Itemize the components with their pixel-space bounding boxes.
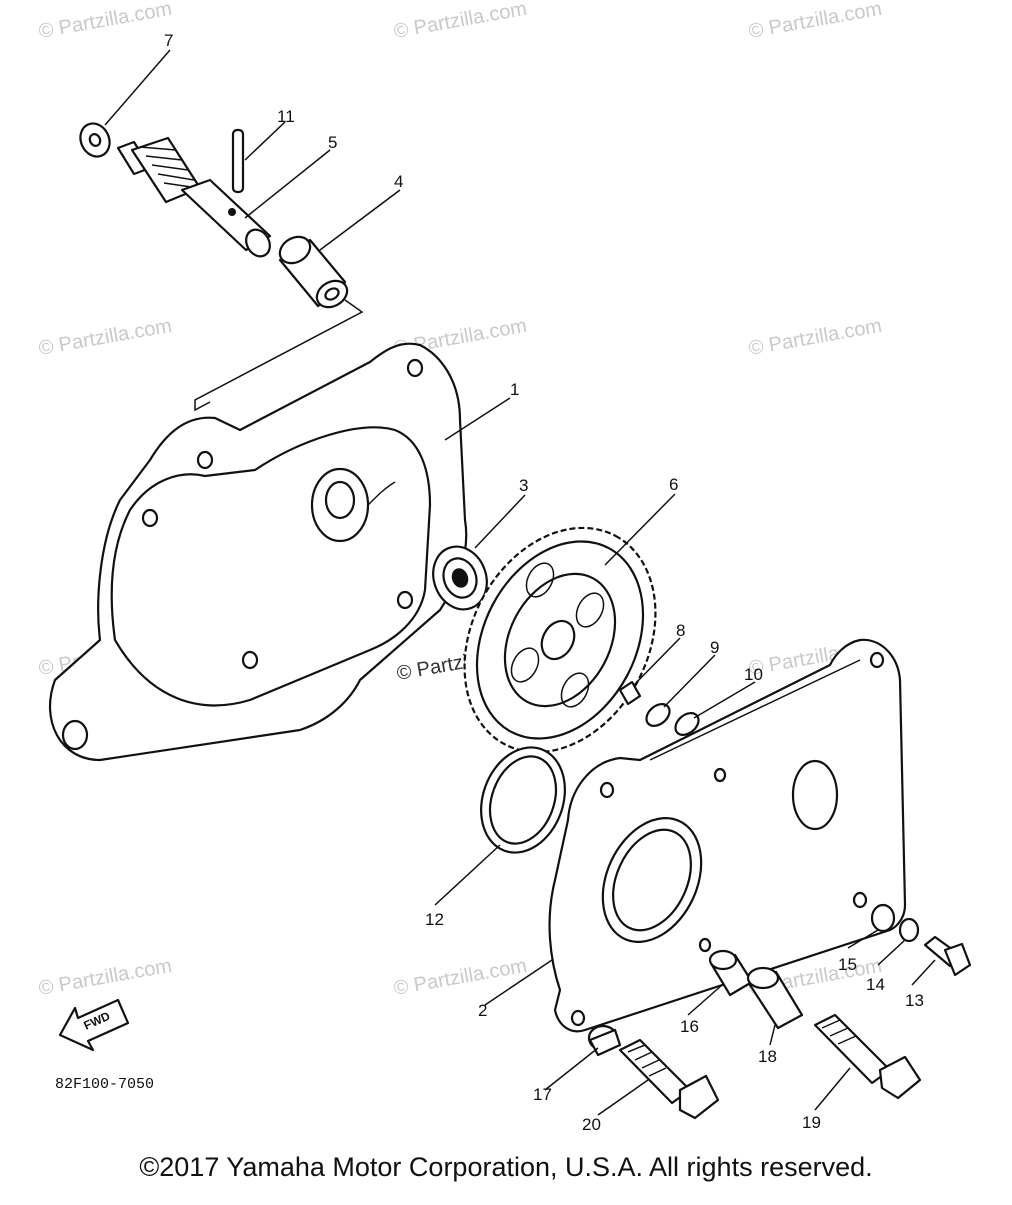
part-3-bearing bbox=[432, 545, 488, 611]
part-15-washer bbox=[870, 903, 896, 933]
part-17-collar bbox=[587, 1024, 622, 1057]
part-1-housing-gasket bbox=[48, 342, 468, 762]
part-5-worm-shaft bbox=[116, 136, 272, 258]
copyright-notice: ©2017 Yamaha Motor Corporation, U.S.A. A… bbox=[139, 1152, 873, 1182]
callout-16: 16 bbox=[680, 1017, 699, 1036]
callout-7: 7 bbox=[164, 31, 173, 50]
callout-14: 14 bbox=[866, 975, 885, 994]
assembly-bracket bbox=[194, 299, 364, 412]
part-8-key bbox=[618, 680, 642, 706]
fwd-arrow-icon: FWD bbox=[58, 998, 130, 1052]
part-18-collar bbox=[746, 966, 804, 1030]
callout-9: 9 bbox=[710, 638, 719, 657]
part-11-pin bbox=[231, 128, 245, 194]
callout-2: 2 bbox=[478, 1001, 487, 1020]
callout-4: 4 bbox=[394, 172, 403, 191]
part-6-gear bbox=[463, 526, 657, 754]
callout-6: 6 bbox=[669, 475, 678, 494]
watermark: © Partzilla.com bbox=[37, 955, 174, 1000]
callout-15: 15 bbox=[838, 955, 857, 974]
watermark: © Partzilla.com bbox=[392, 0, 529, 43]
diagram-code: 82F100-7050 bbox=[55, 1076, 154, 1093]
part-12-oring bbox=[480, 746, 566, 854]
part-14-washer bbox=[898, 917, 920, 943]
callout-11: 11 bbox=[277, 107, 295, 126]
watermark: © Partzilla.com bbox=[747, 315, 884, 360]
callout-1: 1 bbox=[510, 380, 519, 399]
part-19-bolt bbox=[813, 1013, 922, 1100]
callout-17: 17 bbox=[533, 1085, 552, 1104]
part-9-washer bbox=[645, 703, 671, 727]
part-20-bolt bbox=[618, 1038, 720, 1120]
callout-8: 8 bbox=[676, 621, 685, 640]
callout-19: 19 bbox=[802, 1113, 821, 1132]
watermark: © Partzilla.com bbox=[747, 0, 884, 43]
part-13-bolt bbox=[923, 935, 972, 977]
callout-12: 12 bbox=[425, 910, 444, 929]
callout-labels: 1 2 3 4 5 6 7 8 9 10 11 12 13 14 15 16 1… bbox=[164, 31, 924, 1134]
callout-10: 10 bbox=[744, 665, 763, 684]
callout-13: 13 bbox=[905, 991, 924, 1010]
callout-20: 20 bbox=[582, 1115, 601, 1134]
watermark: © Partzilla.com bbox=[392, 955, 529, 1000]
watermark: © Partzilla.com bbox=[37, 0, 174, 43]
callout-18: 18 bbox=[758, 1047, 777, 1066]
leader-lines bbox=[104, 49, 936, 1116]
part-2-cover bbox=[548, 638, 907, 1033]
callout-5: 5 bbox=[328, 133, 337, 152]
callout-3: 3 bbox=[519, 476, 528, 495]
part-4-collar bbox=[278, 235, 349, 309]
part-7-washer bbox=[79, 122, 111, 158]
watermark: © Partzilla.com bbox=[37, 315, 174, 360]
